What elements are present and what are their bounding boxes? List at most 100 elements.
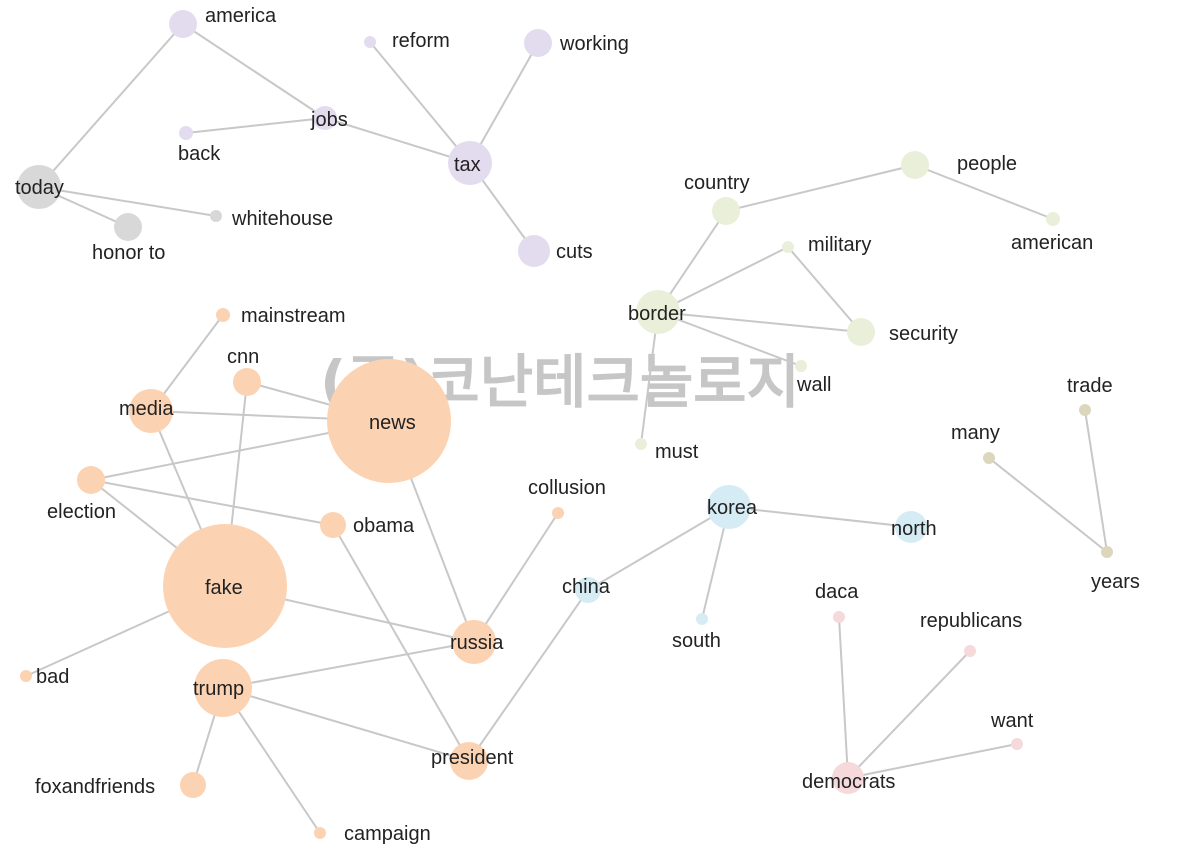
node-circle-want[interactable]	[1011, 738, 1023, 750]
node-republicans[interactable]: republicans	[920, 610, 1022, 657]
node-security[interactable]: security	[847, 318, 958, 346]
node-korea[interactable]: korea	[707, 485, 758, 529]
node-america[interactable]: america	[169, 5, 277, 38]
node-wall[interactable]: wall	[795, 360, 831, 396]
node-collusion[interactable]: collusion	[528, 477, 606, 519]
node-jobs[interactable]: jobs	[310, 106, 348, 131]
node-circle-many[interactable]	[983, 452, 995, 464]
node-mainstream[interactable]: mainstream	[216, 305, 345, 327]
node-military[interactable]: military	[782, 234, 871, 256]
node-circle-wall[interactable]	[795, 360, 807, 372]
node-many[interactable]: many	[951, 422, 1000, 464]
node-russia[interactable]: russia	[450, 620, 504, 664]
node-media[interactable]: media	[119, 389, 174, 433]
node-reform[interactable]: reform	[364, 30, 450, 52]
node-fake[interactable]: fake	[163, 524, 287, 648]
node-circle-republicans[interactable]	[964, 645, 976, 657]
node-circle-cnn[interactable]	[233, 368, 261, 396]
node-circle-jobs[interactable]	[313, 106, 337, 130]
node-circle-whitehouse[interactable]	[210, 210, 222, 222]
node-must[interactable]: must	[635, 438, 699, 463]
node-circle-today[interactable]	[17, 165, 61, 209]
node-label-america: america	[205, 5, 277, 27]
node-circle-mainstream[interactable]	[216, 308, 230, 322]
node-circle-tax[interactable]	[448, 141, 492, 185]
node-circle-honorto[interactable]	[114, 213, 142, 241]
node-south[interactable]: south	[672, 613, 721, 652]
node-label-collusion: collusion	[528, 477, 606, 499]
node-people[interactable]: people	[901, 151, 1017, 179]
node-label-honorto: honor to	[92, 242, 165, 264]
node-daca[interactable]: daca	[815, 581, 859, 623]
node-honorto[interactable]: honor to	[92, 213, 165, 264]
node-circle-years[interactable]	[1101, 546, 1113, 558]
node-circle-trump[interactable]	[194, 659, 252, 717]
node-circle-campaign[interactable]	[314, 827, 326, 839]
node-trump[interactable]: trump	[193, 659, 252, 717]
node-president[interactable]: president	[431, 742, 514, 780]
node-circle-people[interactable]	[901, 151, 929, 179]
node-circle-security[interactable]	[847, 318, 875, 346]
node-american[interactable]: american	[1011, 212, 1093, 254]
node-bad[interactable]: bad	[20, 666, 69, 688]
node-label-working: working	[559, 33, 629, 55]
node-today[interactable]: today	[15, 165, 64, 209]
node-circle-obama[interactable]	[320, 512, 346, 538]
node-circle-back[interactable]	[179, 126, 193, 140]
node-circle-military[interactable]	[782, 241, 794, 253]
node-circle-must[interactable]	[635, 438, 647, 450]
edge-korea-north	[728, 506, 912, 528]
node-circle-korea[interactable]	[707, 485, 751, 529]
node-news[interactable]: news	[327, 359, 451, 483]
node-circle-fake[interactable]	[163, 524, 287, 648]
node-circle-south[interactable]	[696, 613, 708, 625]
node-foxandfriends[interactable]: foxandfriends	[35, 772, 206, 798]
node-want[interactable]: want	[990, 710, 1034, 750]
node-election[interactable]: election	[47, 466, 116, 523]
node-whitehouse[interactable]: whitehouse	[210, 208, 333, 230]
edge-reform-tax	[369, 41, 471, 164]
node-back[interactable]: back	[178, 126, 221, 165]
node-years[interactable]: years	[1091, 546, 1140, 593]
edge-daca-democrats	[838, 616, 849, 779]
node-label-north: north	[891, 518, 937, 540]
node-circle-trade[interactable]	[1079, 404, 1091, 416]
node-campaign[interactable]: campaign	[314, 823, 431, 845]
node-north[interactable]: north	[891, 511, 937, 543]
node-circle-reform[interactable]	[364, 36, 376, 48]
node-label-russia: russia	[450, 632, 504, 654]
node-label-back: back	[178, 143, 221, 165]
node-cnn[interactable]: cnn	[227, 346, 261, 396]
node-circle-border[interactable]	[636, 290, 680, 334]
node-circle-democrats[interactable]	[832, 762, 864, 794]
node-circle-news[interactable]	[327, 359, 451, 483]
node-democrats[interactable]: democrats	[802, 762, 895, 794]
node-tax[interactable]: tax	[448, 141, 492, 185]
node-circle-russia[interactable]	[452, 620, 496, 664]
node-country[interactable]: country	[684, 172, 750, 225]
node-circle-working[interactable]	[524, 29, 552, 57]
node-working[interactable]: working	[524, 29, 629, 57]
node-circle-bad[interactable]	[20, 670, 32, 682]
node-circle-collusion[interactable]	[552, 507, 564, 519]
node-circle-election[interactable]	[77, 466, 105, 494]
node-circle-cuts[interactable]	[518, 235, 550, 267]
node-border[interactable]: border	[628, 290, 686, 334]
node-label-security: security	[889, 323, 958, 345]
node-circle-media[interactable]	[129, 389, 173, 433]
node-cuts[interactable]: cuts	[518, 235, 593, 267]
node-circle-foxandfriends[interactable]	[180, 772, 206, 798]
node-circle-american[interactable]	[1046, 212, 1060, 226]
node-china[interactable]: china	[562, 576, 611, 603]
node-circle-country[interactable]	[712, 197, 740, 225]
node-trade[interactable]: trade	[1067, 375, 1113, 416]
node-label-china: china	[562, 576, 611, 598]
node-circle-north[interactable]	[895, 511, 927, 543]
edge-trump-campaign	[222, 687, 321, 834]
node-label-korea: korea	[707, 497, 758, 519]
node-circle-daca[interactable]	[833, 611, 845, 623]
node-obama[interactable]: obama	[320, 512, 415, 538]
node-circle-america[interactable]	[169, 10, 197, 38]
node-circle-president[interactable]	[450, 742, 488, 780]
node-circle-china[interactable]	[575, 577, 601, 603]
